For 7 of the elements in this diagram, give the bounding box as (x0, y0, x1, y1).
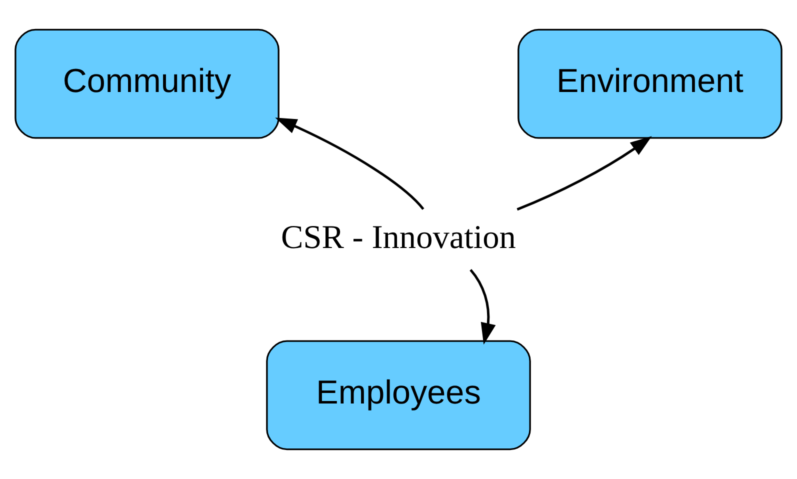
node-box: Environment (518, 28, 782, 139)
arrow (470, 269, 496, 345)
node-box: Community (14, 28, 280, 139)
node-box: Employees (266, 340, 531, 450)
node-text: CSR - Innovation (281, 218, 516, 256)
arrow (275, 118, 424, 210)
arrow (516, 136, 652, 211)
